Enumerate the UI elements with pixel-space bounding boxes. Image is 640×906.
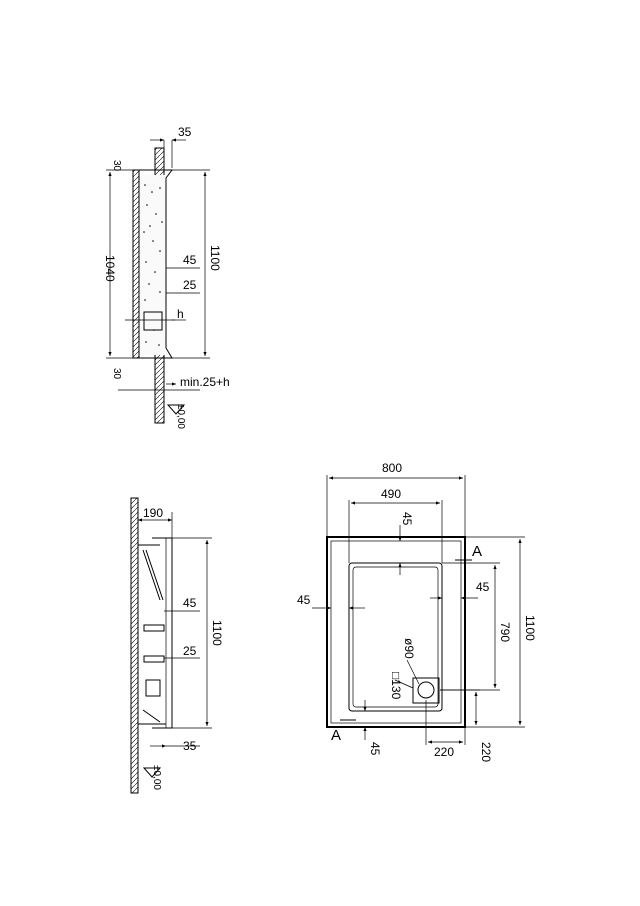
side-dim-35: 35 [178,125,192,139]
front-dim-1100: 1100 [210,620,224,646]
plan-section-a-bottom: A [331,727,341,744]
front-dim-190: 190 [143,506,163,520]
plan-dim-45-bottom: 45 [368,742,382,756]
plan-dim-45-right: 45 [476,580,490,594]
side-level-marker [166,404,186,415]
side-dim-25: 25 [183,278,197,292]
front-tray-body [152,537,173,729]
plan-tray-outer [326,536,466,728]
plan-dim-220-x: 220 [434,745,454,759]
plan-dim-220-y: 220 [479,742,493,762]
side-dim-min: min.25+h [180,375,230,389]
plan-dim-790: 790 [498,622,512,642]
side-dim-1100: 1100 [208,245,222,271]
front-section-view: 190 45 1100 25 35 ±0,00 [130,497,224,794]
plan-tray-basin [348,562,443,712]
side-dim-h: h [177,307,184,321]
plan-drain-circle [417,681,435,699]
front-dim-35: 35 [183,739,197,753]
plan-dim-diam: ø90 [402,638,416,659]
plan-dim-490: 490 [381,487,401,501]
side-section-view: 35 30 1040 1100 45 25 h 30 min.25+h ±0,0… [103,125,230,429]
side-dim-30-top: 30 [111,160,122,172]
plan-dim-45-left: 45 [297,593,311,607]
plan-dim-1100: 1100 [523,615,537,641]
side-dim-level: ±0,00 [175,404,186,429]
side-dim-30-bottom: 30 [111,368,122,380]
side-drain [143,311,163,331]
plan-dim-45-top: 45 [400,512,414,526]
front-dim-45: 45 [183,596,197,610]
plan-dim-130: □130 [389,672,403,700]
front-wall [130,497,139,794]
plan-section-a-top: A [472,543,482,560]
plan-dim-800: 800 [382,461,402,475]
side-dim-1040: 1040 [103,255,117,282]
side-dim-45: 45 [183,253,197,267]
front-drain [145,679,161,697]
front-level-marker [142,767,162,778]
front-dim-25: 25 [183,644,197,658]
side-tray-edge [132,169,140,359]
plan-view: 800 490 45 45 45 790 1100 ø90 □130 220 2… [297,461,537,762]
front-dim-level: ±0,00 [151,765,162,790]
